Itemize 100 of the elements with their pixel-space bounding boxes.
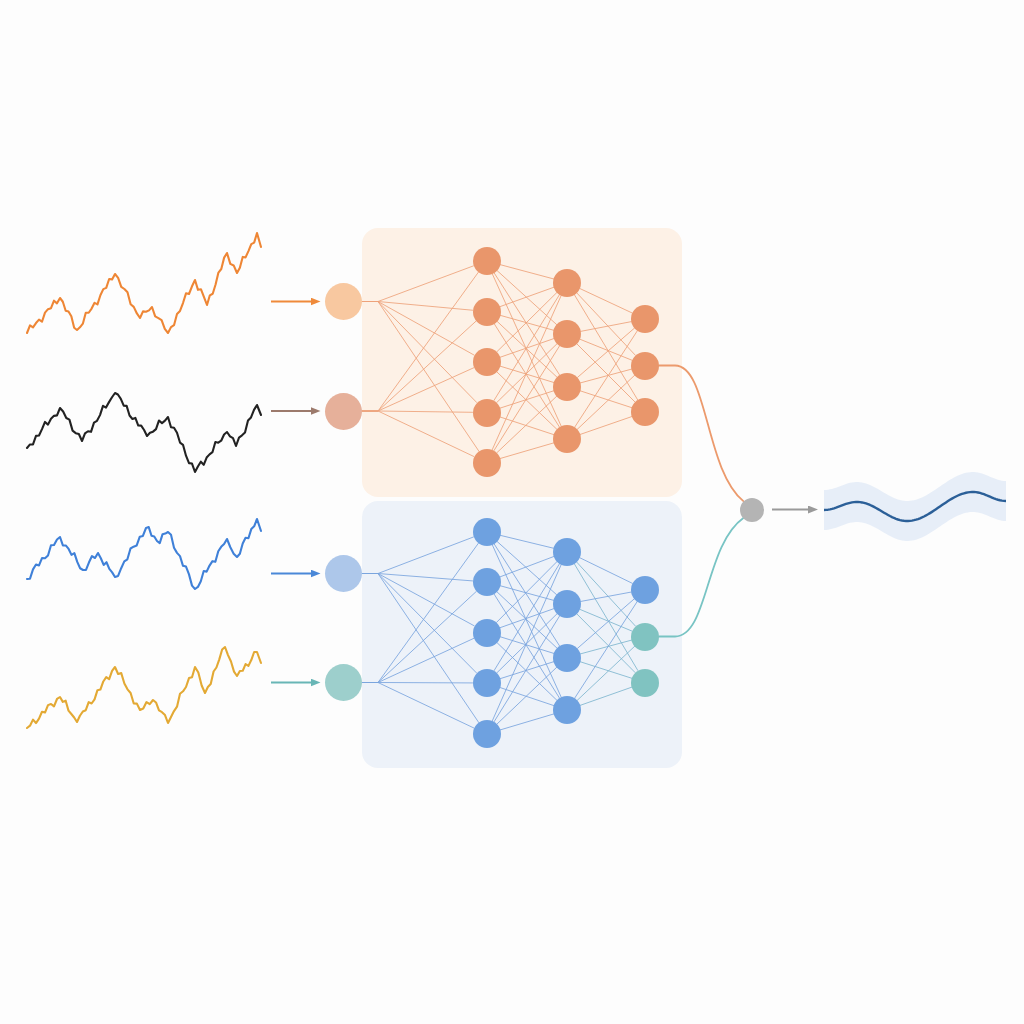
connection-line (499, 686, 555, 707)
connection-line (577, 327, 635, 378)
connection-line (491, 544, 562, 698)
merge-node (740, 497, 764, 522)
neuron (472, 297, 501, 326)
connection-line (496, 641, 558, 701)
input-neuron (324, 664, 362, 701)
connection-line (573, 563, 639, 671)
connection-line (491, 294, 562, 451)
connection-line (579, 608, 633, 632)
output-neuron (631, 351, 659, 380)
connection-line (579, 390, 633, 409)
connection-line (499, 442, 555, 460)
neuron (553, 425, 581, 453)
connection-line (580, 368, 632, 384)
connection-line (491, 563, 562, 722)
connection-line (493, 562, 561, 672)
arrow (270, 407, 321, 415)
neuron (472, 398, 501, 427)
connection-line (499, 338, 555, 358)
connection-line (493, 293, 561, 402)
output-neuron (631, 305, 659, 333)
connection-line (579, 661, 633, 679)
connection-line (574, 330, 638, 428)
arrow (270, 569, 321, 578)
connection-line (493, 322, 561, 428)
connection-line (499, 365, 555, 383)
curved-connector (658, 517, 745, 638)
connection-line (496, 343, 558, 404)
connection-line (499, 608, 555, 629)
connection-line (493, 543, 560, 647)
connection-line (576, 645, 636, 701)
connection-line (495, 560, 558, 624)
connection-line (580, 591, 632, 602)
arrow (270, 678, 321, 687)
connection-line (496, 613, 558, 674)
connection-line (496, 320, 558, 378)
curved-connector (658, 364, 745, 502)
connection-line (496, 269, 558, 326)
time-series-line (25, 231, 263, 335)
connection-line (496, 666, 558, 725)
connection-line (575, 561, 637, 627)
connection-line (576, 292, 636, 356)
connection-line (499, 264, 554, 280)
connection-line (499, 636, 555, 654)
input-neuron (324, 392, 362, 430)
connection-line (496, 371, 558, 430)
arrow (270, 297, 321, 306)
output-neuron (631, 398, 659, 426)
network-panel (362, 228, 682, 497)
connection-line (579, 686, 633, 706)
neuron (553, 590, 581, 618)
arrow (771, 505, 818, 514)
connection-line (573, 294, 639, 401)
neuron (553, 696, 581, 724)
neuron (553, 268, 581, 297)
connection-line (499, 286, 555, 308)
connection-line (574, 600, 638, 699)
connection-line (577, 598, 635, 649)
connection-line (493, 345, 561, 452)
forecast-wave (824, 472, 1006, 541)
output-neuron (631, 622, 659, 651)
neuron (553, 372, 581, 401)
input-neuron (324, 555, 362, 592)
connection-line (579, 557, 633, 584)
connection-line (496, 395, 558, 454)
connection-line (579, 338, 633, 361)
connection-line (580, 639, 632, 655)
connection-line (576, 343, 636, 403)
neuron (472, 348, 501, 376)
connection-line (579, 416, 633, 435)
connection-line (499, 390, 555, 409)
input-neuron (324, 283, 362, 320)
connection-line (493, 593, 561, 699)
connection-line (499, 555, 555, 578)
connection-line (491, 273, 562, 427)
output-neuron (631, 575, 659, 604)
neuron (472, 247, 501, 275)
neuron (472, 669, 501, 697)
neuron (472, 618, 501, 647)
neuron (472, 518, 501, 546)
connection-line (499, 314, 554, 331)
network-panel (362, 501, 682, 768)
neuron (472, 720, 501, 748)
connection-line (493, 272, 560, 376)
connection-line (499, 585, 554, 601)
connection-line (576, 613, 636, 674)
connection-line (499, 534, 554, 549)
connection-line (580, 321, 632, 332)
connection-line (493, 615, 561, 723)
neuron (553, 320, 581, 348)
connection-line (496, 540, 558, 596)
connection-line (496, 591, 558, 649)
output-neuron (631, 668, 659, 697)
neuron (553, 537, 581, 566)
connection-line (499, 713, 555, 731)
neuron (553, 643, 581, 672)
neuron (472, 448, 501, 477)
neuron (472, 568, 501, 596)
time-series-line (25, 517, 263, 591)
